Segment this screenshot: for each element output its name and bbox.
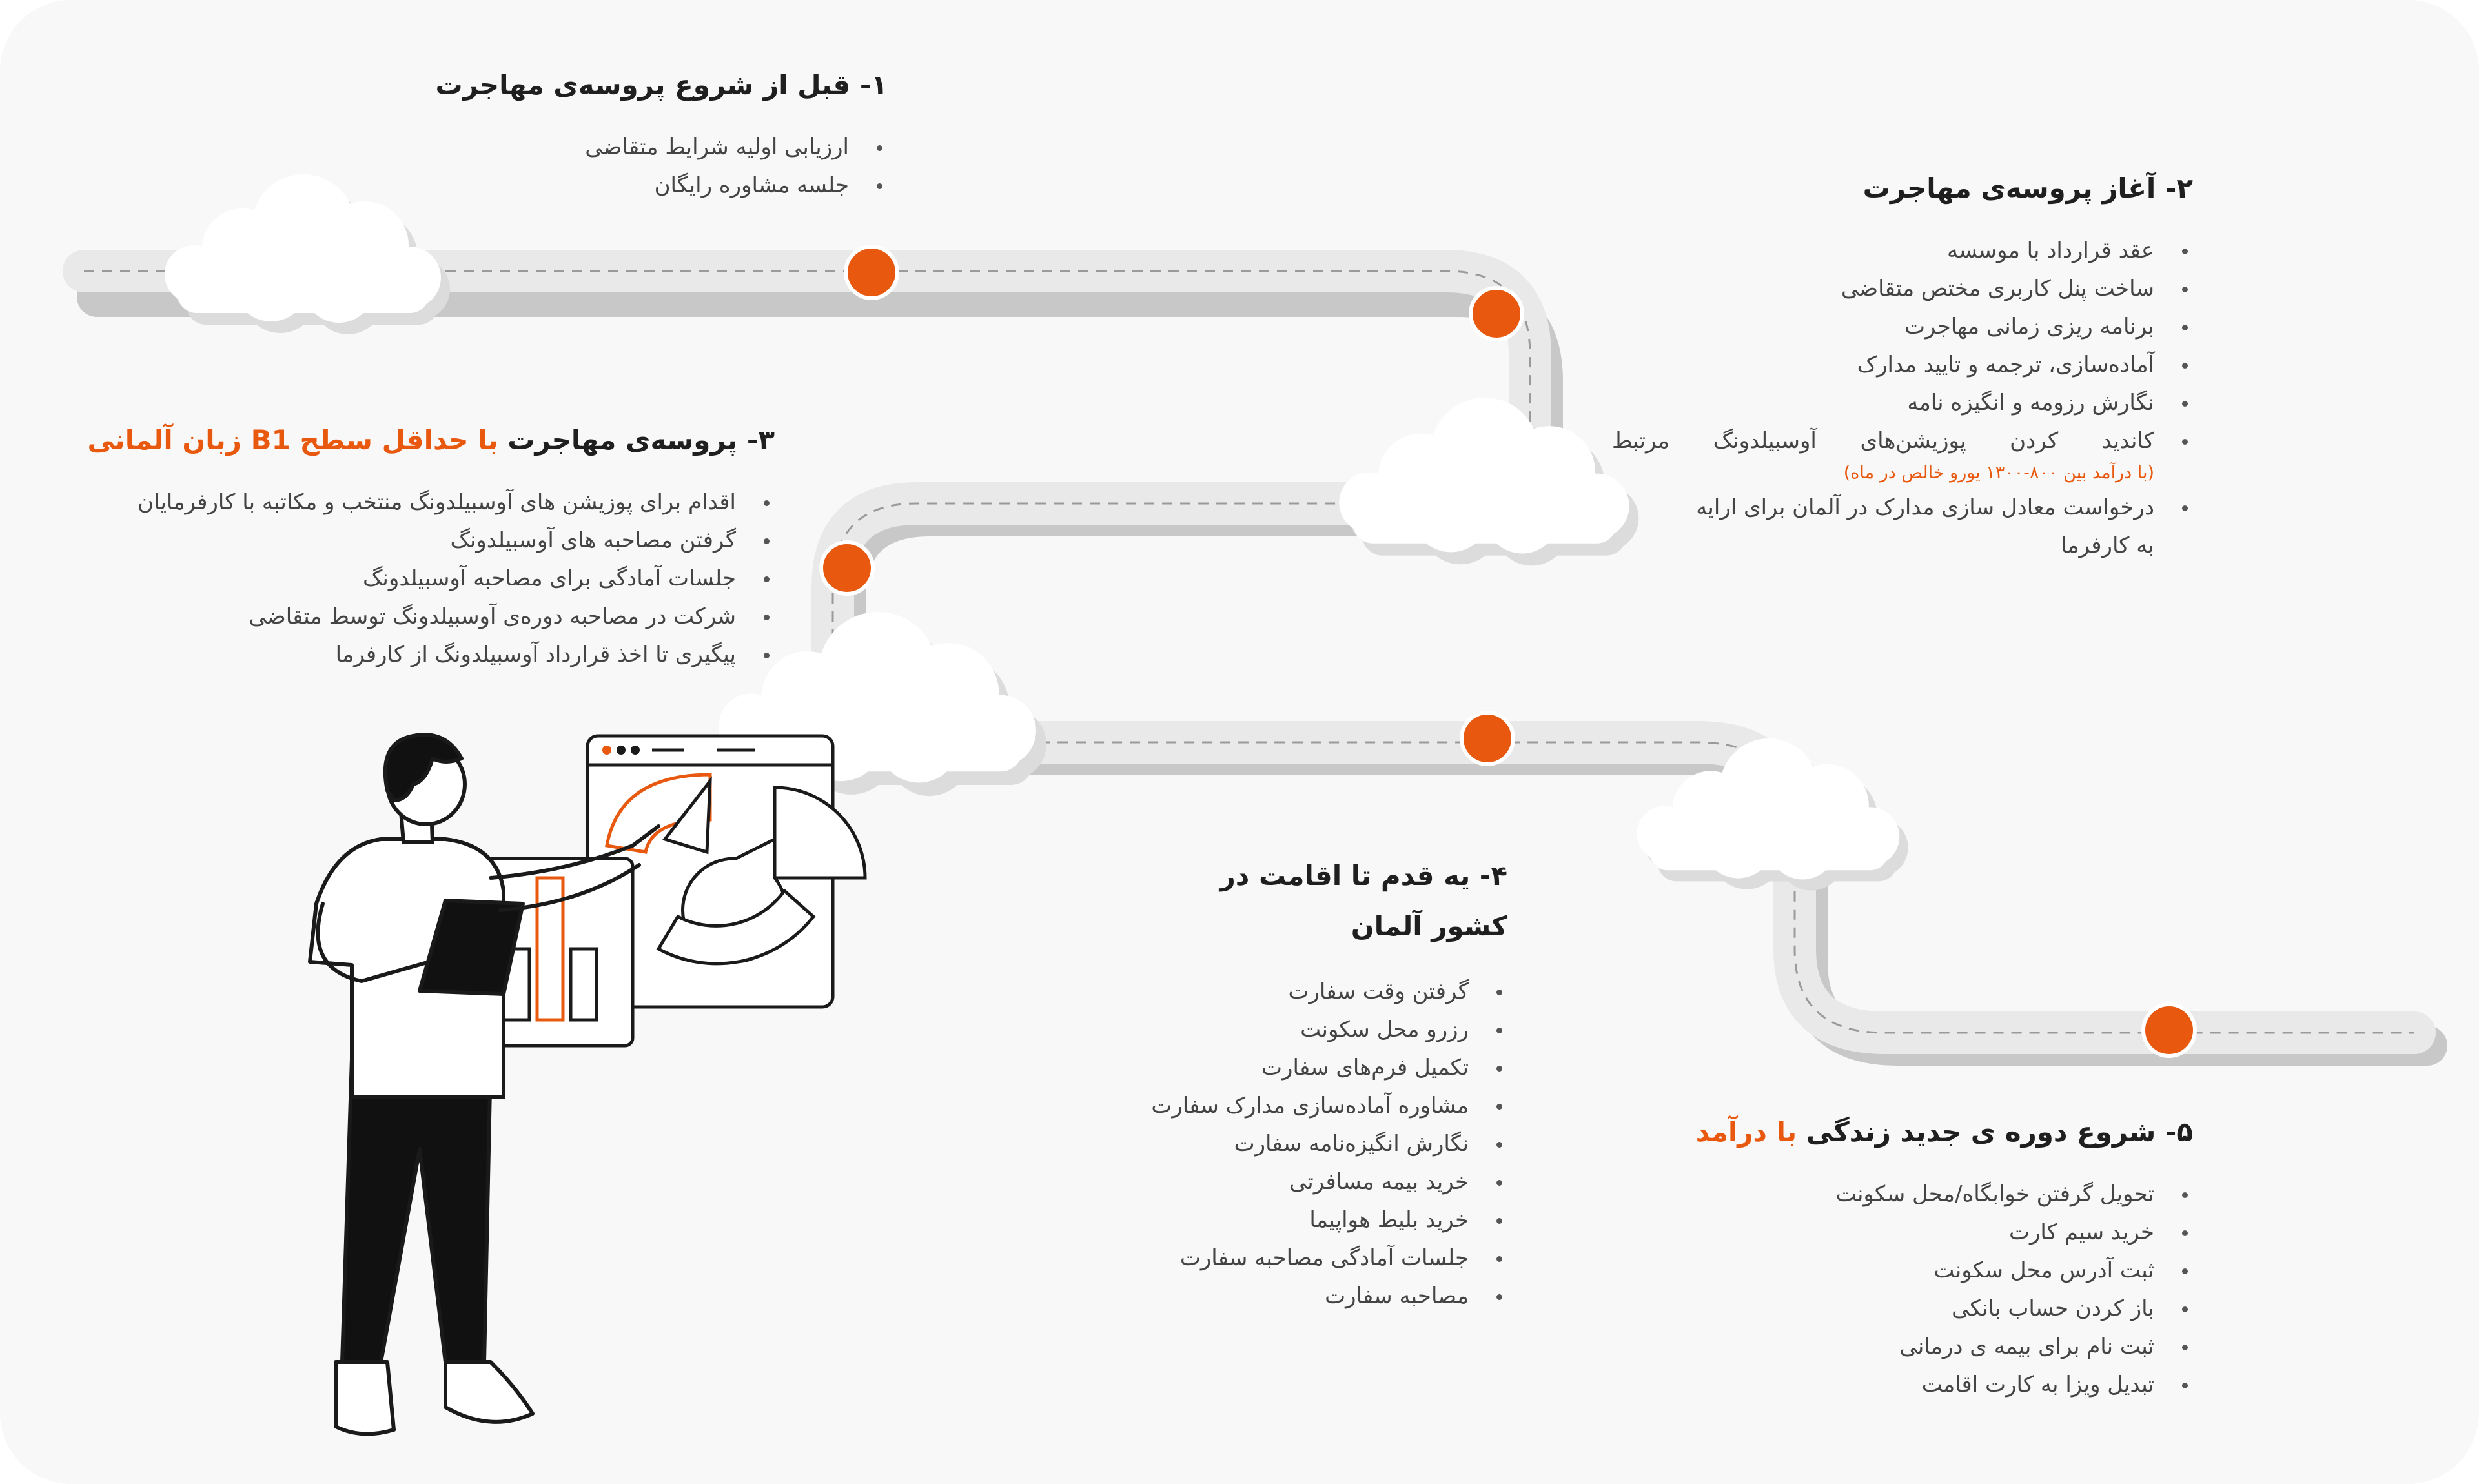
milestone-2 <box>1469 286 1524 341</box>
step-title: ۳- پروسه‌ی مهاجرت با حداقل سطح B1 زبان آ… <box>87 424 775 456</box>
list-item: نگارش انگیزه‌نامه سفارت <box>1146 1125 1502 1163</box>
milestone-1 <box>844 245 899 300</box>
step-5: ۵- شروع دوره ی جدید زندگی با درآمد تحویل… <box>1612 1110 2193 1404</box>
list-item: کاندید کردن پوزیشن‌های آوسبیلدونگ مرتبط <box>1612 422 2188 460</box>
list-item: آماده‌سازی، ترجمه و تایید مدارک <box>1612 346 2188 384</box>
list-item: ثبت آدرس محل سکونت <box>1612 1252 2188 1290</box>
list-item: نگارش رزومه و انگیزه نامه <box>1612 384 2188 422</box>
cloud-2 <box>1339 398 1639 566</box>
list-item: درخواست معادل سازی مدارک در آلمان برای ا… <box>1683 489 2188 565</box>
list-item: خرید بلیط هواپیما <box>1146 1201 1502 1239</box>
list-item: گرفتن وقت سفارت <box>1146 973 1502 1011</box>
person-illustration <box>308 733 660 1436</box>
milestone-markers <box>819 245 2197 1058</box>
list-item: جلسات آمادگی برای مصاحبه آوسبیلدونگ <box>65 560 770 598</box>
step-4: ۴- یه قدم تا اقامت در کشور آلمان گرفتن و… <box>1146 851 1507 1316</box>
step-list: گرفتن وقت سفارت رزرو محل سکونت تکمیل فرم… <box>1146 973 1507 1316</box>
step-1: ۱- قبل از شروع پروسه‌ی مهاجرت ارزیابی او… <box>307 63 888 205</box>
step-list: عقد قرارداد با موسسه ساخت پنل کاربری مخت… <box>1612 232 2193 565</box>
list-item: ثبت نام برای بیمه ی درمانی <box>1612 1328 2188 1366</box>
list-item: جلسه مشاوره رایگان <box>307 167 882 205</box>
step-title: ۴- یه قدم تا اقامت در کشور آلمان <box>1219 860 1507 942</box>
list-item: مصاحبه سفارت <box>1146 1277 1502 1316</box>
step-list: ارزیابی اولیه شرایط متقاضی جلسه مشاوره ر… <box>307 128 888 205</box>
step-title-accent: با حداقل سطح B1 زبان آلمانی <box>87 424 498 456</box>
step-title: ۲- آغاز پروسه‌ی مهاجرت <box>1862 172 2193 204</box>
list-item: ارزیابی اولیه شرایط متقاضی <box>307 128 882 167</box>
list-item: جلسات آمادگی مصاحبه سفارت <box>1146 1239 1502 1277</box>
list-item: عقد قرارداد با موسسه <box>1612 232 2188 270</box>
road-dashes <box>84 270 2414 1034</box>
step-3: ۳- پروسه‌ی مهاجرت با حداقل سطح B1 زبان آ… <box>65 418 775 674</box>
milestone-5 <box>2141 1002 2197 1058</box>
list-item: مشاوره آماده‌سازی مدارک سفارت <box>1146 1087 1502 1125</box>
step-list: تحویل گرفتن خوابگاه/محل سکونت خرید سیم ک… <box>1612 1175 2193 1404</box>
list-item: برنامه ریزی زمانی مهاجرت <box>1612 308 2188 346</box>
milestone-4 <box>1460 711 1515 766</box>
list-item: رزرو محل سکونت <box>1146 1011 1502 1049</box>
list-item: تحویل گرفتن خوابگاه/محل سکونت <box>1612 1175 2188 1214</box>
step-title-accent: با درآمد <box>1695 1116 1797 1148</box>
list-item: تبدیل ویزا به کارت اقامت <box>1612 1366 2188 1404</box>
list-item: تکمیل فرم‌های سفارت <box>1146 1049 1502 1087</box>
step-2: ۲- آغاز پروسه‌ی مهاجرت عقد قرارداد با مو… <box>1612 167 2193 565</box>
list-item: گرفتن مصاحبه های آوسبیلدونگ <box>65 522 770 560</box>
tablet-icon <box>418 899 525 996</box>
step-list: اقدام برای پوزیشن های آوسبیلدونگ منتخب و… <box>65 483 775 674</box>
list-item: باز کردن حساب بانکی <box>1612 1290 2188 1328</box>
step-title: ۵- شروع دوره ی جدید زندگی با درآمد <box>1695 1116 2193 1148</box>
list-item: خرید بیمه مسافرتی <box>1146 1163 1502 1201</box>
list-item: شرکت در مصاحبه دوره‌ی آوسبیلدونگ توسط مت… <box>65 598 770 636</box>
list-item: پیگیری تا اخذ قرارداد آوسبیلدونگ از کارف… <box>65 636 770 674</box>
list-item: ساخت پنل کاربری مختص متقاضی <box>1612 270 2188 308</box>
list-item: خرید سیم کارت <box>1612 1214 2188 1252</box>
step-title: ۱- قبل از شروع پروسه‌ی مهاجرت <box>435 69 888 101</box>
list-item: اقدام برای پوزیشن های آوسبیلدونگ منتخب و… <box>65 483 770 522</box>
pie-chart-icon <box>656 786 867 966</box>
milestone-3 <box>819 540 875 596</box>
income-note: (با درآمد بین ۸۰۰-۱۳۰۰ یورو خالص در ماه) <box>1843 463 2154 483</box>
